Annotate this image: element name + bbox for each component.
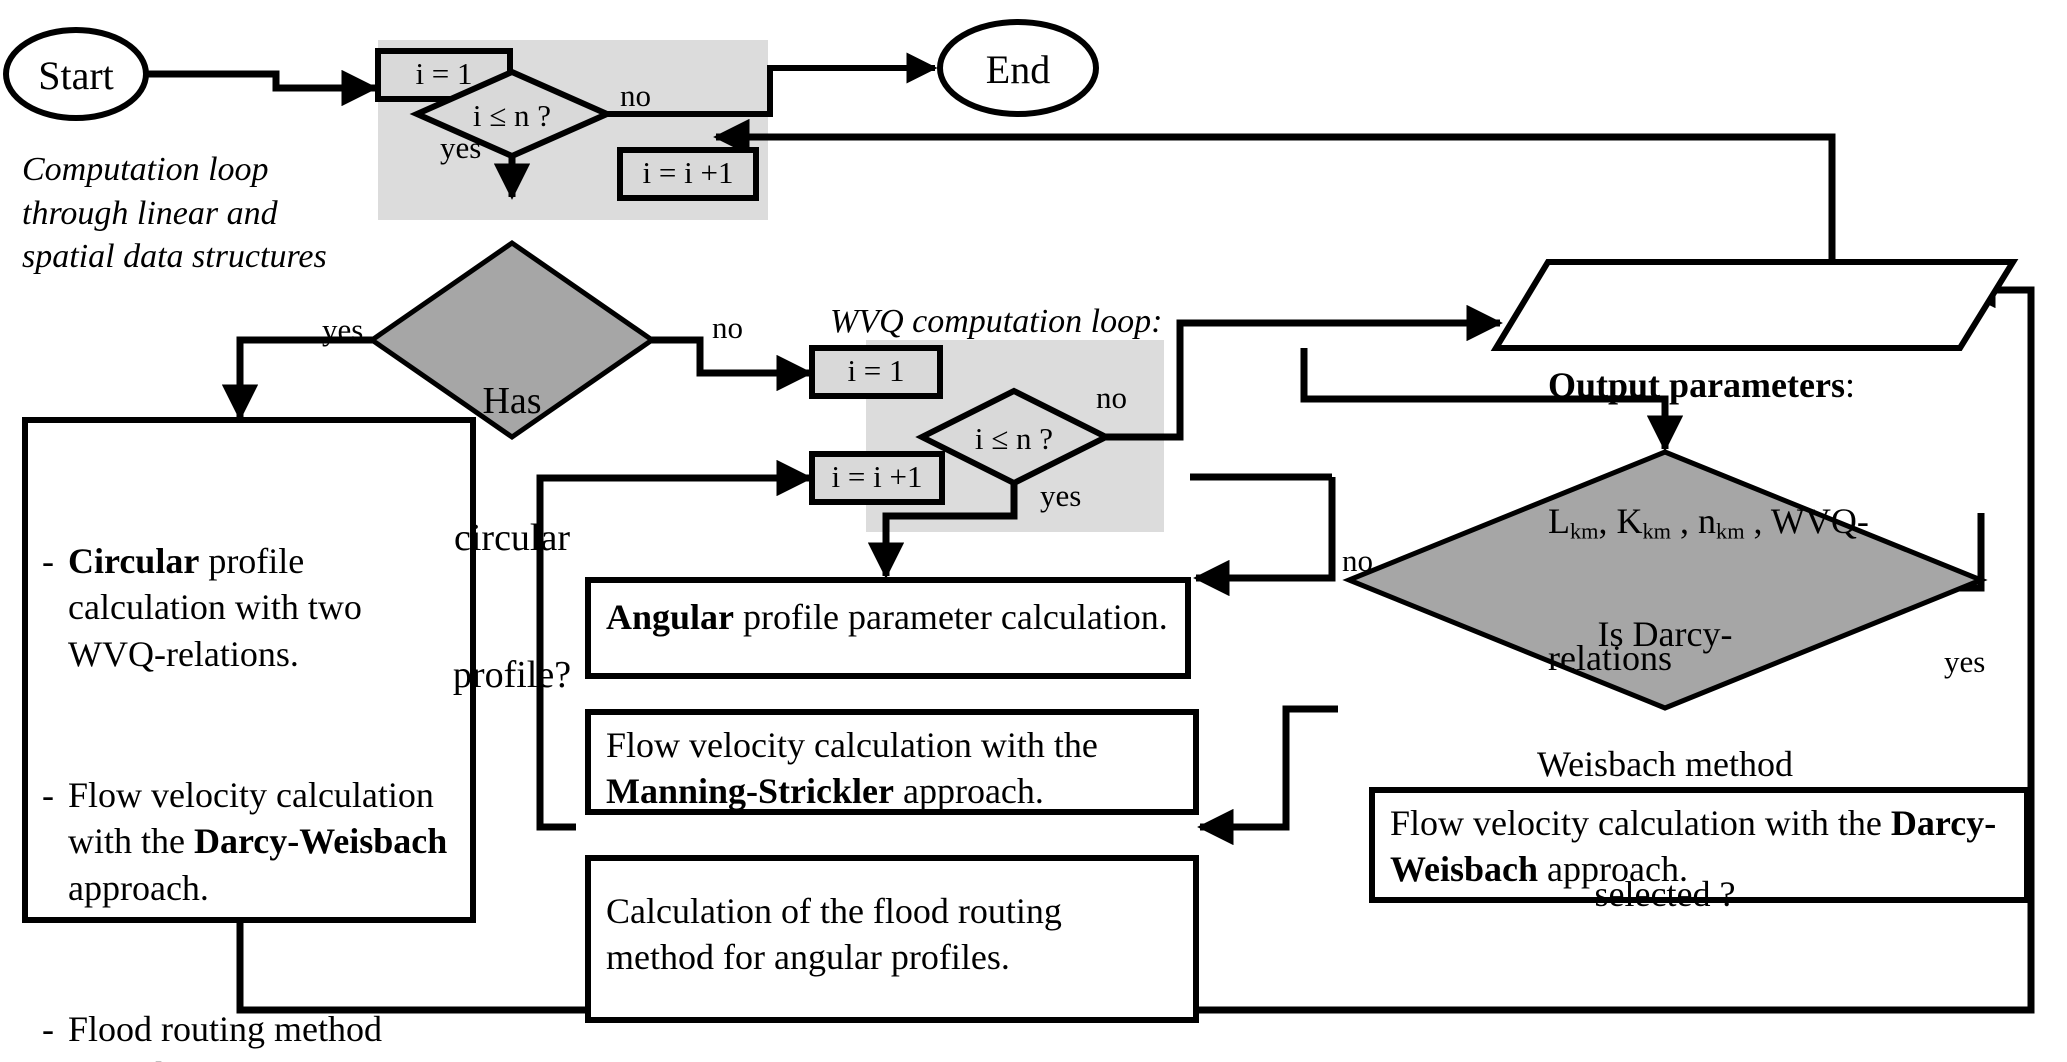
out-K: , K: [1598, 500, 1643, 541]
node-start-label: Start: [38, 53, 114, 98]
node-circular-box-content: - Circular profile calculation with two …: [42, 444, 460, 1062]
node-output-parameters-content: Output parameters: Lkm, Kkm , nkm , WVQ-…: [1548, 272, 1968, 772]
edge-darcy-box-to-flood-routing: [1197, 705, 1338, 846]
flood-routing-text: Calculation of the flood routing method …: [606, 891, 1071, 978]
bullet-bold-term: Circular: [68, 540, 200, 581]
output-parameters-heading-suffix: :: [1844, 364, 1855, 405]
edge-return-to-increment: [713, 118, 1836, 262]
node-darcy-box-label: Flow velocity calculation with the Darcy…: [1390, 800, 2016, 892]
output-parameters-heading: Output parameters: [1548, 364, 1845, 405]
edge-circular-box-to-output: [236, 271, 2035, 1014]
darcy-decision-line-1: Is Darcy-: [1597, 614, 1733, 655]
bullet-text: Flood routing method according to Euler …: [68, 1006, 460, 1062]
circular-decision-line-2: circular: [453, 516, 571, 559]
node-end[interactable]: [937, 19, 1099, 117]
node-wvq-loop-init-label: i = 1: [847, 353, 905, 388]
angular-plain-term: profile parameter calculation.: [734, 597, 1168, 637]
node-outer-loop-decision[interactable]: [409, 68, 615, 160]
bullet-plain-term: profile calculation with two WVQ-relatio…: [68, 540, 371, 675]
out-sub-km-3: km: [1716, 518, 1745, 544]
darcy-box-bold-term: Darcy-Weisbach: [1390, 803, 1997, 890]
circular-decision-line-3: profile?: [452, 653, 572, 696]
edge-outer-no-to-end: [607, 52, 938, 117]
node-wvq-loop-decision-label: i ≤ n ?: [974, 421, 1054, 456]
node-outer-loop-increment-label: i = i +1: [642, 155, 734, 190]
list-item: - Flood routing method according to Eule…: [42, 1006, 460, 1062]
edge-wvq-yes-to-angular: [867, 483, 1018, 579]
node-flood-routing-box[interactable]: [585, 855, 1199, 1023]
node-angular-box[interactable]: [585, 577, 1191, 679]
edge-label-outer-yes: yes: [440, 130, 482, 165]
node-flood-routing-box-label: Calculation of the flood routing method …: [606, 888, 1178, 980]
edge-label-wvq-yes: yes: [1040, 478, 1082, 513]
manning-bold-term: Manning-Strickler: [606, 771, 894, 812]
node-darcy-decision[interactable]: [1342, 449, 1988, 711]
edge-darcy-no-to-manning: [1193, 477, 1336, 597]
bullet-plain-term-2: approach.: [68, 821, 457, 909]
node-wvq-loop-increment-label: i = i +1: [831, 459, 923, 494]
edge-label-circular-yes: yes: [322, 312, 364, 347]
bullet-mark: -: [42, 774, 54, 815]
bullet-mark: -: [42, 540, 54, 581]
node-circular-box[interactable]: [22, 417, 476, 923]
list-item: - Flow velocity calculation with the Dar…: [42, 772, 460, 912]
edge-label-circular-no: no: [712, 310, 743, 345]
node-circular-decision-label: Has circular profile?: [412, 288, 612, 790]
darcy-decision-line-2: Weisbach method: [1536, 743, 1794, 784]
wvq-loop-note: WVQ computation loop:: [830, 303, 1163, 340]
out-sub-km-2: km: [1642, 518, 1672, 544]
bullet-text: Circular profile calculation with two WV…: [68, 538, 460, 678]
output-parameters-body-line2: relations: [1548, 638, 1672, 679]
bullet-text: Flow velocity calculation with the Darcy…: [68, 772, 460, 912]
node-darcy-box[interactable]: [1369, 787, 2030, 903]
bullet-bold-term: Darcy-Weisbach: [193, 821, 448, 862]
out-L: L: [1548, 500, 1570, 541]
manning-plain-term-2: approach.: [893, 771, 1044, 812]
bullet-plain-term: Flow velocity calculation with the: [68, 774, 443, 862]
bullet-plain-term: Flood routing method according to Euler …: [68, 1008, 448, 1062]
edge-circular-no: [650, 336, 813, 392]
edge-label-outer-no: no: [620, 78, 651, 113]
edge-wvq-no-to-output: [1106, 304, 1503, 441]
node-output-parameters[interactable]: [1490, 259, 2019, 351]
node-wvq-loop-init[interactable]: [809, 345, 943, 399]
node-start[interactable]: [3, 27, 149, 121]
list-item: - Circular profile calculation with two …: [42, 538, 460, 678]
node-end-label: End: [985, 47, 1051, 92]
edge-circular-yes: [221, 336, 375, 421]
node-manning-box[interactable]: [585, 709, 1199, 815]
edge-output-to-darcy-decision: [1300, 348, 1684, 452]
node-manning-box-label: Flow velocity calculation with the Manni…: [606, 722, 1186, 814]
node-outer-loop-init-label: i = 1: [415, 56, 473, 91]
manning-plain-term: Flow velocity calculation with the: [606, 725, 1107, 765]
bullet-mark: -: [42, 1008, 54, 1049]
edge-label-darcy-yes: yes: [1944, 644, 1986, 679]
node-wvq-loop-increment[interactable]: [809, 451, 945, 505]
node-outer-loop-decision-label: i ≤ n ?: [472, 98, 552, 133]
node-darcy-decision-label: Is Darcy- Weisbach method selected ?: [1475, 527, 1855, 1002]
node-angular-box-label: Angular profile parameter calculation.: [606, 594, 1180, 640]
out-n: , n: [1671, 500, 1717, 541]
darcy-box-plain-term: Flow velocity calculation with the: [1390, 803, 1891, 843]
out-sub-km-1: km: [1570, 518, 1599, 544]
node-circular-decision[interactable]: [367, 239, 657, 441]
darcy-box-plain-term-2: approach.: [1538, 849, 1688, 890]
output-parameters-body: Lkm, Kkm , nkm , WVQ-: [1548, 499, 1968, 546]
node-outer-loop-increment[interactable]: [617, 147, 759, 201]
circular-decision-line-1: Has: [482, 380, 542, 423]
angular-bold-term: Angular: [606, 597, 735, 637]
out-wvq: , WVQ-: [1744, 500, 1869, 541]
edge-label-wvq-no: no: [1096, 380, 1127, 415]
output-parameters-heading-row: Output parameters:: [1548, 363, 1968, 408]
edge-flood-routing-to-wvq-increment: [536, 459, 813, 831]
darcy-decision-line-3: selected ?: [1594, 873, 1736, 914]
node-wvq-loop-decision[interactable]: [915, 387, 1113, 487]
edge-label-darcy-no: no: [1342, 543, 1373, 578]
outer-loop-note: Computation loop through linear and spat…: [22, 151, 327, 276]
edge-start-to-init: [137, 69, 378, 107]
